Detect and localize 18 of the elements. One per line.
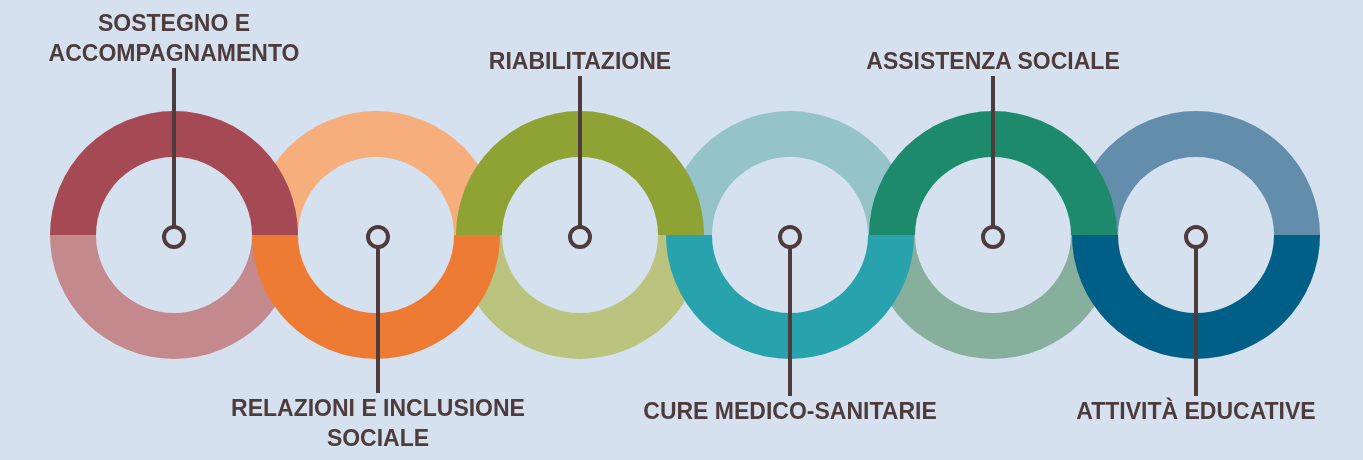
category-label: CURE MEDICO-SANITARIE <box>643 396 937 426</box>
leader-line <box>1194 247 1198 396</box>
category-label: ASSISTENZA SOCIALE <box>866 46 1120 76</box>
leader-line <box>578 76 582 227</box>
category-label: RIABILITAZIONE <box>488 46 672 76</box>
leader-line <box>376 247 380 393</box>
category-label: ATTIVITÀ EDUCATIVE <box>1076 396 1316 426</box>
ring-center-dot <box>778 225 802 249</box>
leader-line <box>788 247 792 396</box>
ring-center-dot <box>162 225 186 249</box>
category-label: SOSTEGNO E ACCOMPAGNAMENTO <box>29 8 319 68</box>
ring-center-dot <box>568 225 592 249</box>
ring-center-dot <box>1184 225 1208 249</box>
leader-line <box>991 76 995 227</box>
category-label: RELAZIONI E INCLUSIONE SOCIALE <box>228 393 528 453</box>
ring-center-dot <box>366 225 390 249</box>
ring-center-dot <box>981 225 1005 249</box>
leader-line <box>172 68 176 227</box>
